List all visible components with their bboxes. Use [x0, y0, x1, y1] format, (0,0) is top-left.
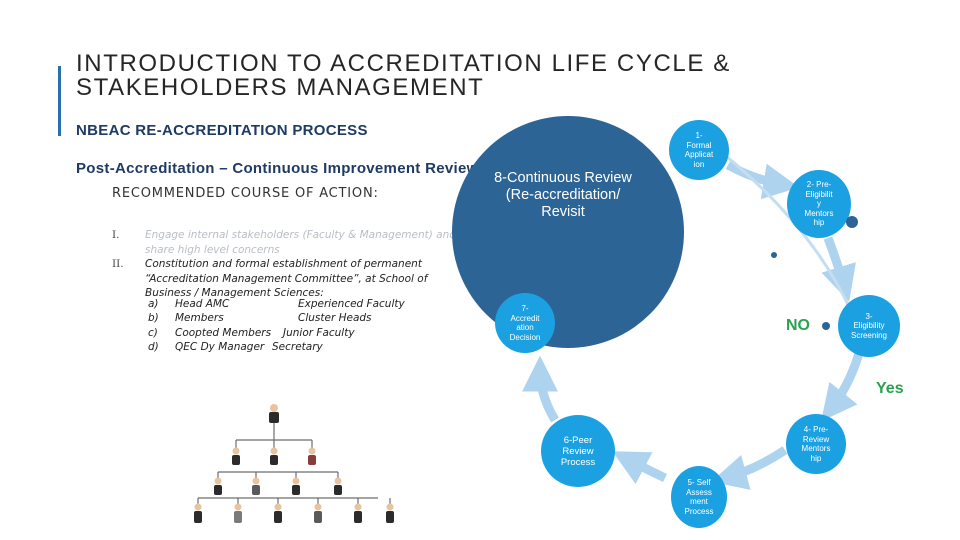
- arrow-1-to-2: [725, 161, 800, 200]
- committee-letter: d): [148, 341, 159, 353]
- node-text: 6-Peer: [563, 434, 593, 446]
- action-text: Constitution and formal establishment of…: [145, 258, 422, 270]
- node-text: 7-: [521, 304, 529, 313]
- node-text: hip: [810, 453, 822, 463]
- node-text: ation: [516, 323, 534, 332]
- committee-letter: c): [148, 327, 158, 339]
- node-text: hip: [813, 218, 825, 228]
- page-title-line2: STAKEHOLDERS MANAGEMENT: [76, 74, 485, 101]
- node-text: Mentors: [801, 444, 831, 453]
- arrow-3-to-4: [821, 348, 865, 422]
- node-formal-application: 1- Formal Applicat ion: [669, 120, 729, 180]
- node-peer-review-process: 6-Peer Review Process: [541, 415, 615, 487]
- node-text: Mentors: [804, 208, 834, 218]
- action-number: I.: [112, 229, 120, 241]
- committee-letter: a): [148, 298, 159, 310]
- decorative-dot: [846, 216, 858, 228]
- person-icon: [269, 404, 279, 423]
- node-text: Decision: [509, 332, 541, 342]
- node-text: Review: [562, 445, 594, 457]
- node-text: Formal: [686, 140, 712, 150]
- node-pre-eligibility-mentorship: 2- Pre- Eligibilit y Mentors hip: [787, 170, 851, 238]
- committee-person: Cluster Heads: [298, 312, 372, 324]
- node-accreditation-decision: 7- Accredit ation Decision: [495, 293, 555, 353]
- node-text: Process: [684, 506, 714, 516]
- node-pre-review-mentorship: 4- Pre- Review Mentors hip: [786, 414, 846, 474]
- recommended-heading: RECOMMENDED COURSE OF ACTION:: [112, 186, 379, 201]
- node-text: Eligibility: [853, 321, 885, 331]
- committee-role: QEC Dy Manager: [175, 341, 265, 353]
- action-text: “Accreditation Management Committee”, at…: [145, 272, 428, 285]
- committee-person: Secretary: [272, 341, 323, 353]
- continuous-review-circle: [452, 116, 684, 348]
- action-number: II.: [112, 258, 124, 270]
- continuous-review-label: 8-Continuous Review (Re-accreditation/ R…: [494, 170, 632, 220]
- yes-label: Yes: [876, 380, 904, 397]
- committee-role: Head AMC: [175, 298, 230, 310]
- node-eligibility-screening: 3- Eligibility Screening: [838, 295, 900, 357]
- node-text: Process: [560, 456, 596, 468]
- arrow-2-to-3: [821, 236, 856, 302]
- node-text: 4- Pre-: [803, 425, 829, 434]
- node-text: 2- Pre-: [806, 180, 832, 190]
- node-text: Screening: [850, 330, 888, 340]
- node-text: Applicat: [684, 150, 714, 159]
- action-text: share high level concerns: [145, 243, 280, 256]
- decorative-dot: [771, 252, 777, 258]
- node-self-assessment-process: 5- Self Assess ment Process: [671, 466, 727, 528]
- action-item: Engage internal stakeholders (Faculty & …: [145, 228, 465, 257]
- node-text: Eligibilit: [805, 189, 833, 199]
- node-text: Assess: [686, 487, 712, 497]
- node-text: 5- Self: [687, 478, 711, 487]
- node-text: 1-: [695, 131, 703, 140]
- committee-person: Experienced Faculty: [298, 298, 405, 310]
- title-accent-bar: [58, 66, 61, 136]
- arrow-6-to-7: [522, 355, 559, 423]
- action-item: Constitution and formal establishment of…: [145, 257, 465, 301]
- arrow-5-to-6: [612, 451, 667, 485]
- committee-role: Members: [175, 312, 224, 324]
- no-label: NO: [786, 317, 810, 334]
- node-text: ion: [693, 159, 705, 169]
- arrow-4-to-5: [711, 446, 788, 490]
- committee-role: Coopted Members: [175, 327, 272, 339]
- process-subtitle: NBEAC RE-ACCREDITATION PROCESS: [76, 122, 368, 139]
- page-title: INTRODUCTION TO ACCREDITATION LIFE CYCLE…: [76, 52, 876, 100]
- node-text: Accredit: [510, 313, 540, 323]
- node-text: ment: [690, 497, 708, 506]
- action-text: Engage internal stakeholders (Faculty & …: [145, 229, 456, 241]
- node-text: Review: [802, 434, 830, 444]
- page-title-line1: INTRODUCTION TO ACCREDITATION LIFE CYCLE…: [76, 50, 731, 77]
- decorative-dot: [822, 322, 830, 330]
- node-text: 3-: [865, 311, 873, 321]
- node-text: y: [817, 199, 821, 209]
- committee-letter: b): [148, 312, 159, 324]
- review-heading: Post-Accreditation – Continuous Improvem…: [76, 160, 479, 177]
- action-text: Business / Management Sciences:: [145, 287, 324, 299]
- committee-person: Junior Faculty: [283, 327, 355, 339]
- org-hierarchy-illustration: [194, 404, 394, 523]
